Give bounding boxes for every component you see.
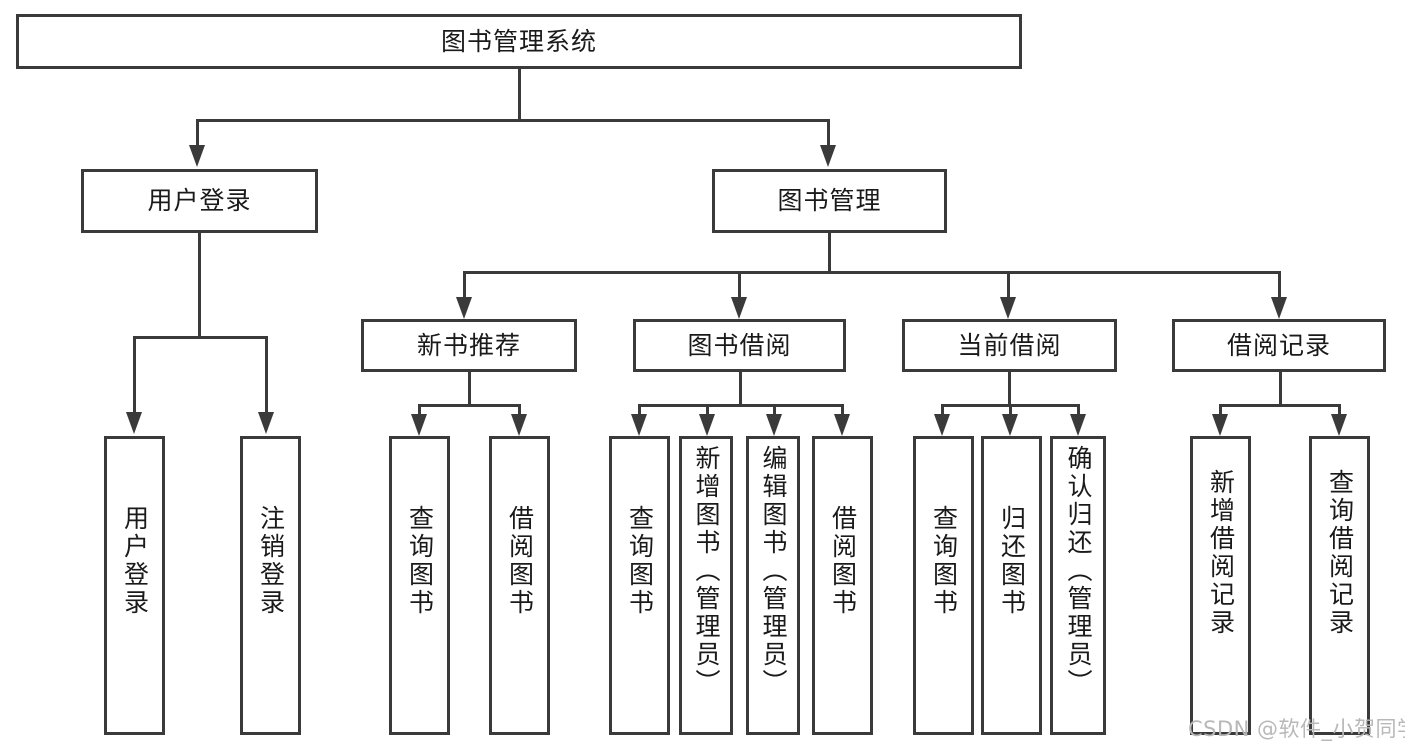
arrow-to-book-management — [820, 145, 836, 167]
arrow-user-login-leaf-0 — [126, 412, 142, 434]
arrow-to-current-borrow — [1000, 297, 1016, 319]
node-label: 当前借阅 — [957, 330, 1062, 360]
connector-to-book-management — [827, 119, 830, 147]
connector-user-login-stem — [198, 233, 201, 336]
node-book-borrow[interactable]: 图书借阅 — [633, 319, 846, 372]
node-label: 借阅记录 — [1226, 330, 1331, 360]
connector-book-borrow-bus — [638, 404, 844, 407]
node-user-login[interactable]: 用户登录 — [81, 169, 318, 233]
leaf-label: 查询图书 — [929, 505, 959, 617]
connector-level3-bus — [463, 271, 1281, 274]
connector-root-stem — [518, 69, 521, 119]
leaf-add-borrow-record[interactable]: 新增借阅记录 — [1190, 436, 1251, 735]
connector-current-borrow-stem — [1008, 372, 1011, 406]
connector-current-borrow-leaf-1 — [1009, 404, 1012, 416]
arrow-new-book-leaf-1 — [511, 414, 527, 436]
connector-current-borrow-leaf-0 — [941, 404, 944, 416]
arrow-current-borrow-leaf-0 — [934, 414, 950, 436]
connector-to-current-borrow — [1007, 271, 1010, 299]
arrow-current-borrow-leaf-2 — [1070, 414, 1086, 436]
connector-book-borrow-leaf-0 — [638, 404, 641, 416]
connector-new-book-leaf-1 — [518, 404, 521, 416]
arrow-current-borrow-leaf-1 — [1002, 414, 1018, 436]
csdn-watermark: CSDN @软件_小贺同学 — [1188, 717, 1405, 741]
leaf-label: 借阅图书 — [828, 505, 858, 617]
arrow-book-borrow-leaf-3 — [834, 414, 850, 436]
node-label: 用户登录 — [147, 186, 252, 216]
leaf-label: 确认归还（管理员） — [1064, 445, 1093, 697]
connector-book-borrow-leaf-2 — [773, 404, 776, 416]
connector-borrow-record-stem — [1279, 372, 1282, 406]
arrow-book-borrow-leaf-0 — [631, 414, 647, 436]
node-book-management[interactable]: 图书管理 — [712, 169, 947, 233]
leaf-query-borrow-record[interactable]: 查询借阅记录 — [1309, 436, 1370, 735]
leaf-label: 查询借阅记录 — [1325, 469, 1355, 637]
node-label: 图书管理 — [777, 186, 882, 216]
connector-borrow-record-bus — [1219, 404, 1341, 407]
connector-to-borrow-record — [1278, 271, 1281, 299]
arrow-to-new-book — [456, 297, 472, 319]
connector-to-new-book — [463, 271, 466, 299]
arrow-to-book-borrow — [731, 297, 747, 319]
node-label: 图书借阅 — [687, 330, 792, 360]
arrow-borrow-record-leaf-0 — [1212, 414, 1228, 436]
arrow-user-login-leaf-1 — [258, 412, 274, 434]
arrow-to-user-login — [189, 145, 205, 167]
leaf-label: 查询图书 — [405, 505, 435, 617]
arrow-new-book-leaf-0 — [411, 414, 427, 436]
connector-user-login-bus — [133, 336, 268, 339]
connector-current-borrow-leaf-2 — [1077, 404, 1080, 416]
leaf-query-book-borrow[interactable]: 查询图书 — [609, 436, 670, 735]
leaf-label: 新增借阅记录 — [1206, 469, 1236, 637]
connector-book-borrow-stem — [739, 372, 742, 406]
leaf-edit-book-admin[interactable]: 编辑图书（管理员） — [746, 436, 800, 735]
node-current-borrow[interactable]: 当前借阅 — [902, 319, 1117, 372]
node-new-book-recommend[interactable]: 新书推荐 — [361, 319, 577, 372]
connector-borrow-record-leaf-0 — [1219, 404, 1222, 416]
connector-book-borrow-leaf-3 — [841, 404, 844, 416]
connector-to-user-login — [196, 119, 199, 147]
leaf-logout[interactable]: 注销登录 — [240, 436, 301, 735]
leaf-label: 归还图书 — [997, 505, 1027, 617]
arrow-book-borrow-leaf-1 — [699, 414, 715, 436]
leaf-label: 注销登录 — [256, 505, 286, 617]
leaf-query-book-current[interactable]: 查询图书 — [913, 436, 974, 735]
leaf-label: 新增图书（管理员） — [692, 445, 721, 697]
leaf-user-login[interactable]: 用户登录 — [104, 436, 165, 735]
connector-borrow-record-leaf-1 — [1338, 404, 1341, 416]
connector-new-book-bus — [418, 404, 521, 407]
node-label: 新书推荐 — [416, 330, 521, 360]
connector-user-login-leaf-0 — [133, 336, 136, 414]
connector-user-login-leaf-1 — [265, 336, 268, 414]
leaf-borrow-book-borrow[interactable]: 借阅图书 — [812, 436, 873, 735]
leaf-confirm-return-admin[interactable]: 确认归还（管理员） — [1050, 436, 1106, 735]
connector-to-book-borrow — [738, 271, 741, 299]
node-label: 图书管理系统 — [440, 26, 597, 56]
arrow-to-borrow-record — [1271, 297, 1287, 319]
leaf-query-book-recommend[interactable]: 查询图书 — [389, 436, 450, 735]
leaf-return-book[interactable]: 归还图书 — [981, 436, 1042, 735]
leaf-label: 借阅图书 — [505, 505, 535, 617]
connector-book-borrow-leaf-1 — [706, 404, 709, 416]
leaf-label: 用户登录 — [120, 505, 150, 617]
connector-book-management-stem — [828, 233, 831, 273]
connector-level2-bus — [196, 119, 830, 122]
arrow-book-borrow-leaf-2 — [766, 414, 782, 436]
connector-new-book-leaf-0 — [418, 404, 421, 416]
node-root-book-management-system[interactable]: 图书管理系统 — [16, 14, 1022, 69]
leaf-label: 查询图书 — [625, 505, 655, 617]
arrow-borrow-record-leaf-1 — [1331, 414, 1347, 436]
leaf-label: 编辑图书（管理员） — [759, 445, 788, 697]
node-borrow-record[interactable]: 借阅记录 — [1172, 319, 1386, 372]
connector-new-book-stem — [468, 372, 471, 406]
leaf-add-book-admin[interactable]: 新增图书（管理员） — [679, 436, 733, 735]
leaf-borrow-book-recommend[interactable]: 借阅图书 — [489, 436, 550, 735]
